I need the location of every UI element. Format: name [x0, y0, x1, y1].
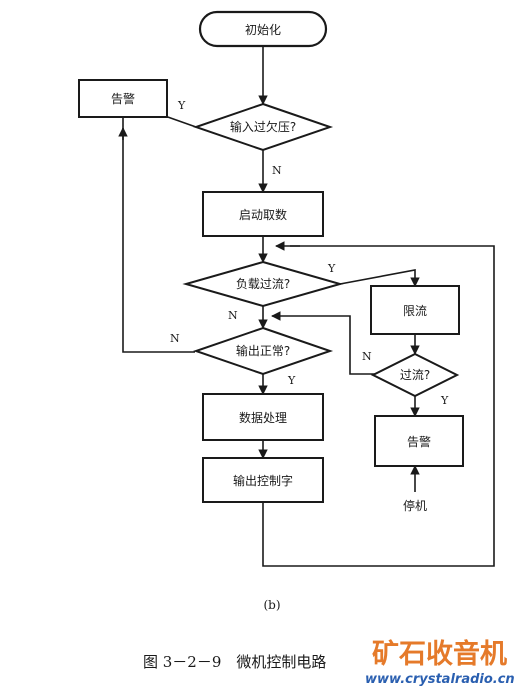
node-start: 初始化: [198, 10, 328, 48]
node-start-transfer: 启动取数: [202, 191, 324, 237]
limit-current-label: 限流: [403, 304, 427, 318]
process-box: [202, 393, 324, 441]
node-output-normal: 输出正常?: [192, 326, 334, 376]
alarm-left-label: 告警: [111, 91, 135, 106]
alarm-right-label: 告警: [407, 434, 431, 449]
node-data-processing: 数据处理: [202, 393, 324, 441]
start-label: 初始化: [245, 23, 281, 37]
decision-diamond: [182, 260, 344, 308]
edge-label-neg-no: N: [228, 309, 238, 322]
decision-diamond: [192, 326, 334, 376]
flow-main-loop-back: [262, 245, 495, 567]
node-limit-current: 限流: [370, 285, 460, 335]
edge-label-out-no: N: [170, 332, 180, 345]
node-input-check: 输入过欠压?: [192, 102, 334, 152]
node-overcurrent-check: 过流?: [370, 352, 460, 398]
process-box: [374, 415, 464, 467]
node-alarm-right: 告警: [374, 415, 464, 467]
decision-diamond: [192, 102, 334, 152]
subfigure-label: (b): [263, 598, 280, 612]
edge-label-input-yes: Y: [177, 99, 186, 112]
node-alarm-left: 告警: [78, 79, 168, 118]
start-transfer-label: 启动取数: [239, 207, 287, 222]
process-box: [202, 191, 324, 237]
data-processing-label: 数据处理: [239, 410, 287, 425]
output-control-word-label: 输出控制字: [233, 473, 293, 488]
node-negative-overcurrent: 负载过流?: [182, 260, 344, 308]
connector-lines: [118, 46, 495, 567]
process-box: [370, 285, 460, 335]
shutdown-label: 停机: [403, 498, 427, 513]
terminal-shape: [198, 10, 328, 48]
process-box: [202, 457, 324, 503]
flow-alarm-loop-line: [122, 117, 195, 353]
output-normal-label: 输出正常?: [236, 343, 290, 358]
watermark: 矿石收音机 www.crystalradio.cn: [365, 638, 515, 687]
decision-diamond: [370, 352, 460, 398]
node-output-control-word: 输出控制字: [202, 457, 324, 503]
figure-caption: 图 3－2－9 微机控制电路: [143, 653, 326, 671]
process-box: [78, 79, 168, 118]
overcurrent-label: 过流?: [400, 368, 430, 382]
neg-overcurrent-label: 负载过流?: [236, 277, 290, 291]
edge-label-over-yes: Y: [440, 394, 449, 407]
edge-label-over-no: N: [362, 350, 372, 363]
edge-label-input-no: N: [272, 164, 282, 177]
flow-overcurrent-no-return: [271, 311, 375, 375]
edge-label-neg-yes: Y: [327, 262, 336, 275]
edge-label-out-yes: Y: [287, 374, 296, 387]
watermark-url: www.crystalradio.cn: [365, 672, 515, 687]
input-check-label: 输入过欠压?: [230, 119, 296, 134]
watermark-text: 矿石收音机: [372, 638, 507, 670]
flow-neg-yes-to-limit: [339, 269, 420, 287]
